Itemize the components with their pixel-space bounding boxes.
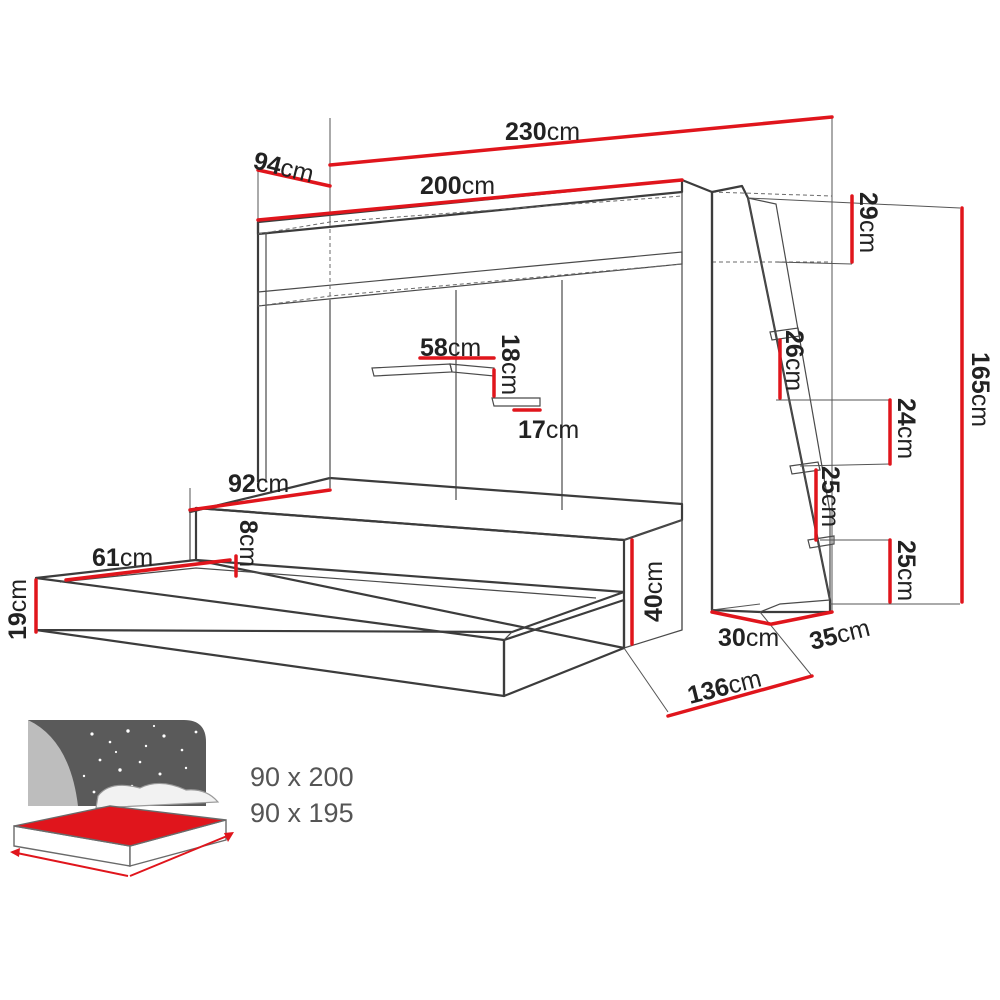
label-165: 165cm	[966, 352, 994, 427]
lower-bed-outline	[188, 476, 684, 650]
label-200: 200cm	[420, 172, 495, 200]
dim-line-230	[328, 115, 834, 167]
dim-line-136	[666, 674, 814, 718]
label-19: 19cm	[4, 579, 32, 640]
dimension-lines	[34, 115, 964, 718]
dim-line-35	[770, 610, 834, 626]
mattress-size-2: 90 x 195	[250, 798, 354, 828]
label-136: 136cm	[685, 664, 765, 709]
label-25a: 25cm	[816, 466, 844, 527]
label-26: 26cm	[780, 330, 808, 391]
label-94: 94cm	[251, 147, 317, 189]
mattress-night-sky-icon	[10, 720, 234, 877]
label-8: 8cm	[234, 520, 262, 567]
dim-line-30	[710, 610, 772, 626]
mattress-size-1: 90 x 200	[250, 762, 354, 792]
label-230: 230cm	[505, 118, 580, 146]
label-29: 29cm	[854, 192, 882, 253]
label-18: 18cm	[496, 334, 524, 395]
extension-lines	[189, 118, 961, 713]
staircase-outline	[710, 184, 835, 614]
label-17: 17cm	[518, 416, 579, 444]
label-35: 35cm	[807, 614, 873, 656]
dim-line-92	[188, 488, 332, 512]
dimension-labels: 230cm 200cm 94cm 29cm 165cm 58cm 18cm 17…	[4, 118, 994, 710]
label-92: 92cm	[228, 470, 289, 498]
dim-line-200	[256, 178, 684, 222]
dim-line-94	[256, 168, 332, 188]
label-25b: 25cm	[892, 540, 920, 601]
label-61: 61cm	[92, 544, 153, 572]
bed-frame-outline	[256, 178, 833, 630]
label-30: 30cm	[718, 624, 779, 652]
trundle-drawer-outline	[34, 558, 626, 698]
label-24: 24cm	[892, 398, 920, 459]
dim-line-61	[64, 558, 232, 582]
label-40: 40cm	[640, 561, 668, 622]
label-58: 58cm	[420, 334, 481, 362]
